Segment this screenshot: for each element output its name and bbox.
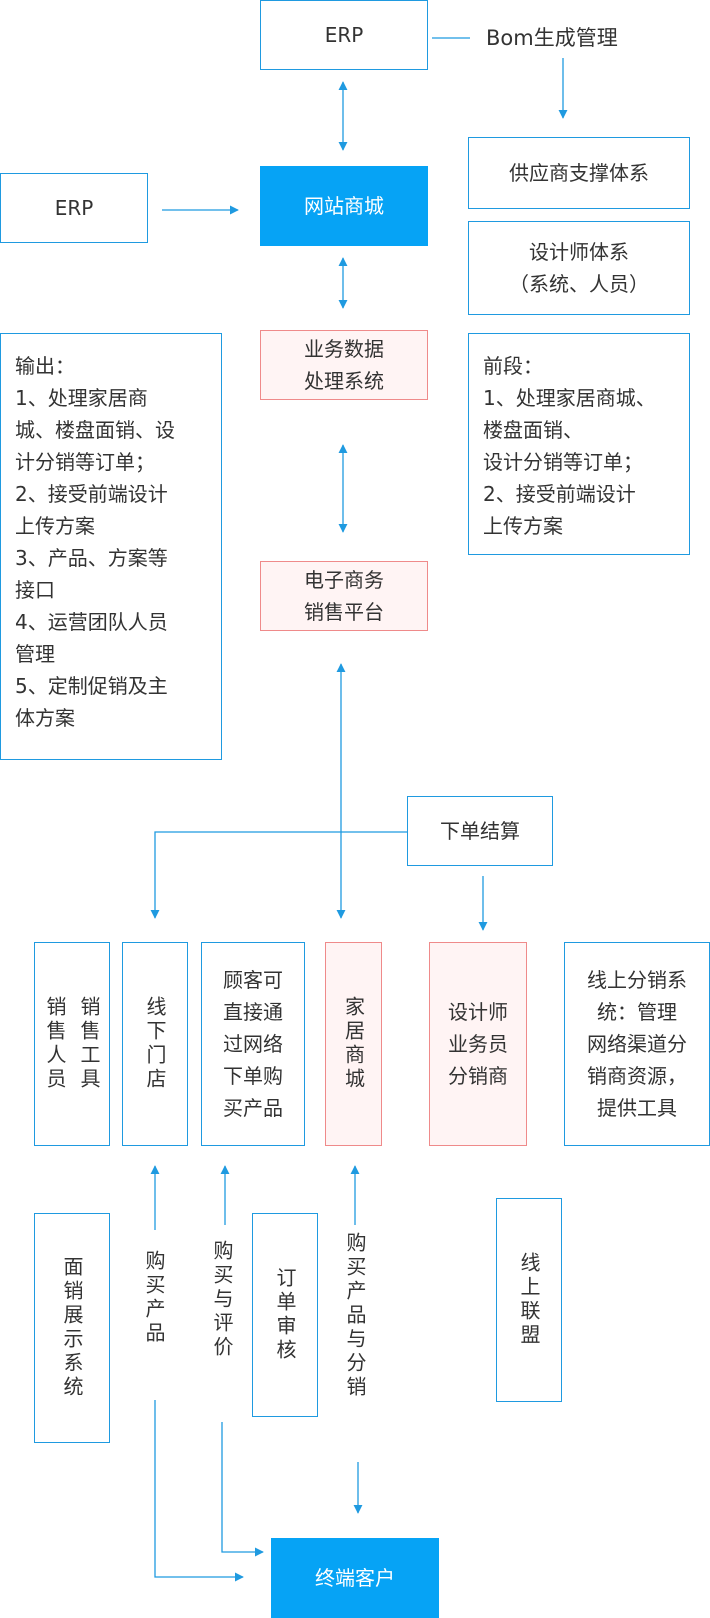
front-list-line: 上传方案 bbox=[483, 514, 563, 538]
output-list-line: 接口 bbox=[15, 578, 55, 602]
front-list-box: 前段： 1、处理家居商城、 楼盘面销、 设计分销等订单； 2、接受前端设计 上传… bbox=[468, 333, 690, 555]
customer-buy-line: 买产品 bbox=[223, 1096, 283, 1120]
showroom-label: 面销展示系统 bbox=[60, 1256, 84, 1400]
output-list-line: 输出： bbox=[15, 354, 75, 378]
ecommerce-box: 电子商务 销售平台 bbox=[260, 561, 428, 631]
output-list-line: 体方案 bbox=[15, 706, 75, 730]
designer-dist-line: 业务员 bbox=[448, 1032, 508, 1056]
line-review-customer bbox=[221, 1422, 264, 1557]
website-mall-label: 网站商城 bbox=[304, 194, 384, 218]
business-data-line: 处理系统 bbox=[304, 369, 384, 393]
designer-dist-line: 分销商 bbox=[448, 1064, 508, 1088]
output-list-box: 输出： 1、处理家居商 城、楼盘面销、设 计分销等订单； 2、接受前端设计 上传… bbox=[0, 333, 222, 760]
sales-people-label: 销售人员 bbox=[43, 996, 67, 1092]
customer-buy-line: 直接通 bbox=[223, 1000, 283, 1024]
customer-buy-line: 过网络 bbox=[223, 1032, 283, 1056]
end-customer-box: 终端客户 bbox=[271, 1538, 439, 1618]
output-list-line: 计分销等订单； bbox=[15, 450, 155, 474]
buy-distribute-label: 购买产品与分销 bbox=[343, 1232, 367, 1400]
order-review-box: 订单审核 bbox=[252, 1213, 318, 1417]
sales-box: 销售人员 销售工具 bbox=[34, 942, 110, 1146]
designer-dist-box: 设计师 业务员 分销商 bbox=[429, 942, 527, 1146]
front-list-line: 1、处理家居商城、 bbox=[483, 386, 656, 410]
online-dist-line: 统：管理 bbox=[597, 1000, 677, 1024]
erp-top-box: ERP bbox=[260, 0, 428, 70]
output-list-line: 4、运营团队人员 bbox=[15, 610, 168, 634]
end-customer-label: 终端客户 bbox=[315, 1566, 395, 1590]
front-list-line: 2、接受前端设计 bbox=[483, 482, 636, 506]
designer-system-line: （系统、人员） bbox=[509, 272, 649, 296]
erp-left-box: ERP bbox=[0, 173, 148, 243]
online-dist-box: 线上分销系 统：管理 网络渠道分 销商资源， 提供工具 bbox=[564, 942, 710, 1146]
home-mall-label: 家居商城 bbox=[341, 996, 366, 1092]
output-list-line: 1、处理家居商 bbox=[15, 386, 148, 410]
output-list-line: 2、接受前端设计 bbox=[15, 482, 168, 506]
output-list-line: 上传方案 bbox=[15, 514, 95, 538]
offline-store-label: 线下门店 bbox=[143, 996, 167, 1092]
online-alliance-label: 线上联盟 bbox=[517, 1252, 541, 1348]
front-list-line: 前段： bbox=[483, 354, 543, 378]
online-alliance-box: 线上联盟 bbox=[496, 1198, 562, 1402]
online-dist-line: 网络渠道分 bbox=[587, 1032, 687, 1056]
home-mall-box: 家居商城 bbox=[325, 942, 382, 1146]
designer-dist-line: 设计师 bbox=[448, 1000, 508, 1024]
output-list-line: 5、定制促销及主 bbox=[15, 674, 168, 698]
website-mall-box: 网站商城 bbox=[260, 166, 428, 246]
supplier-label: 供应商支撑体系 bbox=[509, 161, 649, 185]
front-list-line: 设计分销等订单； bbox=[483, 450, 643, 474]
line-store-customer bbox=[154, 1400, 244, 1582]
designer-system-line: 设计师体系 bbox=[529, 240, 629, 264]
erp-left-label: ERP bbox=[54, 196, 94, 220]
online-dist-line: 提供工具 bbox=[597, 1096, 677, 1120]
showroom-box: 面销展示系统 bbox=[34, 1213, 110, 1443]
designer-system-box: 设计师体系 （系统、人员） bbox=[468, 221, 690, 315]
online-dist-line: 销商资源， bbox=[587, 1064, 687, 1088]
output-list-line: 城、楼盘面销、设 bbox=[15, 418, 175, 442]
front-list-line: 楼盘面销、 bbox=[483, 418, 583, 442]
checkout-label: 下单结算 bbox=[440, 819, 520, 843]
buy-review-label: 购买与评价 bbox=[210, 1240, 234, 1360]
ecommerce-line: 电子商务 bbox=[304, 568, 384, 592]
checkout-box: 下单结算 bbox=[407, 796, 553, 866]
output-list-line: 管理 bbox=[15, 642, 55, 666]
buy-product-label: 购买产品 bbox=[142, 1250, 166, 1346]
business-data-box: 业务数据 处理系统 bbox=[260, 330, 428, 400]
customer-buy-line: 顾客可 bbox=[223, 968, 283, 992]
offline-store-box: 线下门店 bbox=[122, 942, 188, 1146]
output-list-line: 3、产品、方案等 bbox=[15, 546, 168, 570]
bom-label: Bom生成管理 bbox=[486, 26, 618, 50]
customer-buy-line: 下单购 bbox=[223, 1064, 283, 1088]
online-dist-line: 线上分销系 bbox=[587, 968, 687, 992]
erp-top-label: ERP bbox=[324, 23, 364, 47]
arrow-checkout-store bbox=[150, 831, 407, 919]
business-data-line: 业务数据 bbox=[304, 337, 384, 361]
ecommerce-line: 销售平台 bbox=[304, 600, 384, 624]
customer-buy-box: 顾客可 直接通 过网络 下单购 买产品 bbox=[201, 942, 305, 1146]
supplier-box: 供应商支撑体系 bbox=[468, 137, 690, 209]
order-review-label: 订单审核 bbox=[273, 1267, 297, 1363]
sales-tools-label: 销售工具 bbox=[77, 996, 101, 1092]
